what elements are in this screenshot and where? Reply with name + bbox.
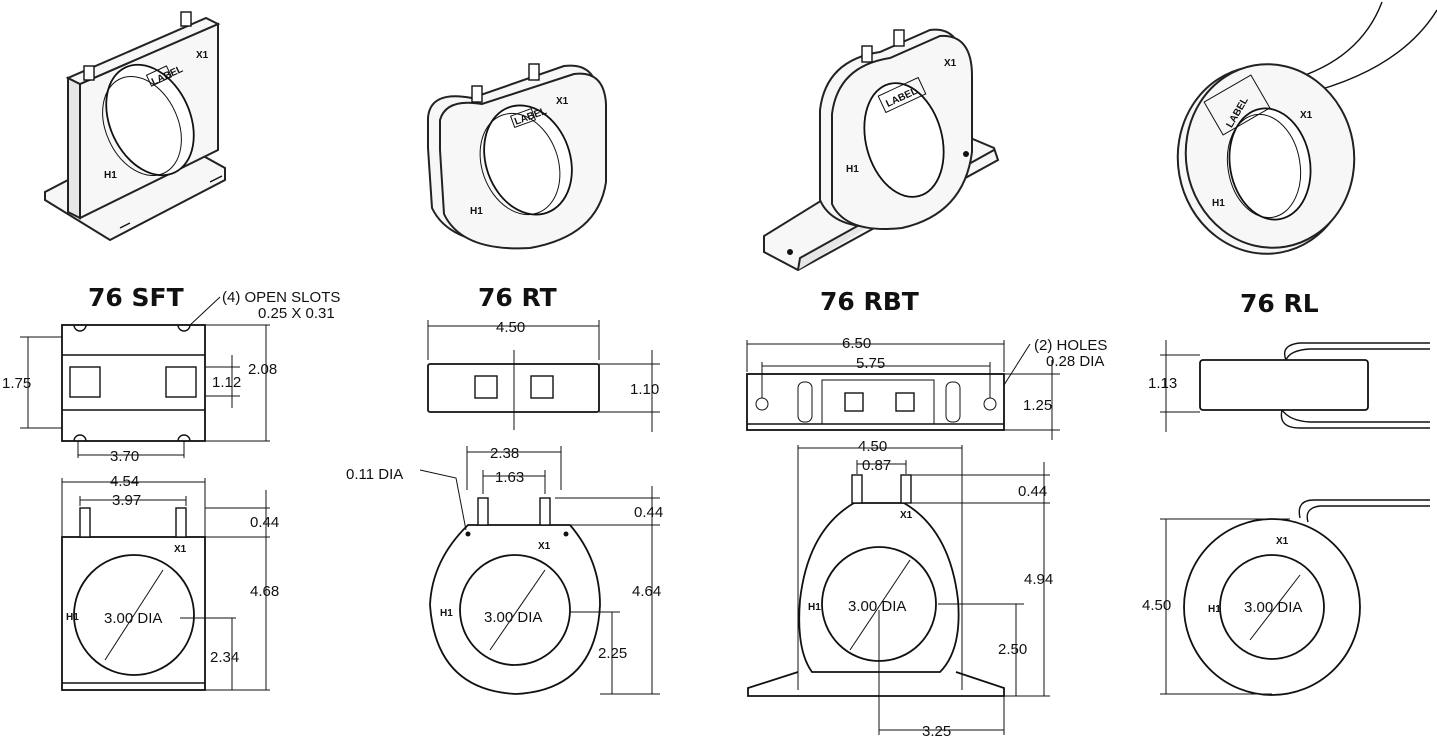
rbt-dim-2-50: 2.50 <box>998 641 1027 658</box>
rt-h1-mark: H1 <box>470 206 483 217</box>
rl-top-view: 1.13 <box>1148 340 1430 432</box>
rbt-front-h1: H1 <box>808 602 821 613</box>
rbt-h1-mark: H1 <box>846 164 859 175</box>
rbt-front-x1: X1 <box>900 510 913 521</box>
sft-dim-4-68: 4.68 <box>250 583 279 600</box>
sft-top-view: 1.75 1.12 2.08 3.70 <box>2 324 277 465</box>
rbt-x1-mark: X1 <box>944 58 957 69</box>
sft-dim-3-70: 3.70 <box>110 448 139 465</box>
rt-dim-4-50: 4.50 <box>496 319 525 336</box>
rl-x1-mark: X1 <box>1300 110 1313 121</box>
sft-front-view: 4.54 3.97 0.44 4.68 2.34 3.00 DIA X1 H1 <box>61 473 279 691</box>
rt-front-view: 2.38 1.63 0.11 DIA 0.44 4.64 2.25 3.00 D… <box>346 445 663 695</box>
rbt-hole-dia: 3.00 DIA <box>848 598 906 615</box>
sft-title: 76 SFT <box>88 283 184 312</box>
rl-front-view: 4.50 3.00 DIA X1 H1 <box>1142 499 1430 696</box>
rbt-isometric-view: LABEL X1 H1 <box>763 28 1000 272</box>
sft-x1-mark: X1 <box>196 50 209 61</box>
rt-front-h1: H1 <box>440 608 453 619</box>
rbt-dim-4-94: 4.94 <box>1024 571 1053 588</box>
rbt-dim-5-75: 5.75 <box>856 355 885 372</box>
sft-front-h1: H1 <box>66 612 79 623</box>
rbt-title: 76 RBT <box>820 287 919 316</box>
sft-front-x1: X1 <box>174 544 187 555</box>
rbt-top-view: 6.50 5.75 1.25 <box>746 335 1060 440</box>
rt-dim-2-38: 2.38 <box>490 445 519 462</box>
sft-dim-0-44: 0.44 <box>250 514 279 531</box>
rt-top-view: 4.50 1.10 <box>427 319 660 432</box>
sft-dim-1-12: 1.12 <box>212 374 241 391</box>
sft-dim-2-34: 2.34 <box>210 649 239 666</box>
rl-title: 76 RL <box>1240 289 1319 318</box>
rbt-holes-size: 0.28 DIA <box>1046 353 1104 370</box>
rt-dim-4-64: 4.64 <box>632 583 661 600</box>
rl-front-h1: H1 <box>1208 604 1221 615</box>
rl-dim-4-50: 4.50 <box>1142 597 1171 614</box>
sft-isometric-view: LABEL X1 H1 <box>44 11 226 242</box>
rt-dim-1-63: 1.63 <box>495 469 524 486</box>
sft-slots-note: (4) OPEN SLOTS <box>222 289 340 306</box>
sft-h1-mark: H1 <box>104 170 117 181</box>
rbt-front-view: 4.50 0.87 0.44 4.94 2.50 3.25 3.00 DIA X… <box>747 438 1053 740</box>
rl-isometric-view: LABEL X1 H1 <box>1176 1 1437 255</box>
rbt-holes-note: (2) HOLES <box>1034 337 1107 354</box>
rl-hole-dia: 3.00 DIA <box>1244 599 1302 616</box>
sft-dim-1-75: 1.75 <box>2 375 31 392</box>
sft-hole-dia: 3.00 DIA <box>104 610 162 627</box>
rt-dim-1-10: 1.10 <box>630 381 659 398</box>
rbt-dim-0-87: 0.87 <box>862 457 891 474</box>
rl-dim-1-13: 1.13 <box>1148 375 1177 392</box>
rt-hole-dia: 3.00 DIA <box>484 609 542 626</box>
rbt-dim-0-44: 0.44 <box>1018 483 1047 500</box>
rbt-dim-4-50: 4.50 <box>858 438 887 455</box>
sft-dim-3-97: 3.97 <box>112 492 141 509</box>
rt-isometric-view: LABEL X1 H1 <box>427 63 607 250</box>
sft-dim-2-08: 2.08 <box>248 361 277 378</box>
sft-slots-size: 0.25 X 0.31 <box>258 305 335 322</box>
rbt-dim-3-25: 3.25 <box>922 723 951 740</box>
rt-front-x1: X1 <box>538 541 551 552</box>
rt-title: 76 RT <box>478 283 557 312</box>
rt-dim-0-44: 0.44 <box>634 504 663 521</box>
rbt-dim-1-25: 1.25 <box>1023 397 1052 414</box>
rbt-dim-6-50: 6.50 <box>842 335 871 352</box>
rt-x1-mark: X1 <box>556 96 569 107</box>
rt-dim-0-11: 0.11 DIA <box>346 466 403 483</box>
rl-front-x1: X1 <box>1276 536 1289 547</box>
sft-dim-4-54: 4.54 <box>110 473 139 490</box>
rl-h1-mark: H1 <box>1212 198 1225 209</box>
rt-dim-2-25: 2.25 <box>598 645 627 662</box>
